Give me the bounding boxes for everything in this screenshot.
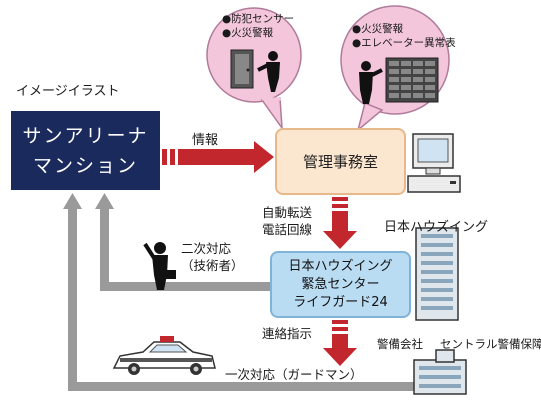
bubble-left-line-2: ●火災警報 (222, 27, 274, 39)
office-label: 管理事務室 (302, 153, 378, 171)
door-icon (230, 49, 254, 89)
info-arrow (162, 141, 274, 173)
contact-label: 連絡指示 (262, 326, 313, 341)
auto-transfer-line-1: 自動転送 (262, 205, 313, 220)
second-response-line-1: 二次対応 (181, 241, 232, 256)
office-box: 管理事務室 (275, 128, 406, 195)
computer-icon (407, 133, 461, 193)
gray-arrow-outer (63, 193, 416, 391)
second-response-line-2: （技術者） (181, 258, 244, 273)
emergency-center-box: 日本ハウズイング 緊急センター ライフガード24 (270, 251, 411, 318)
bubble-right-line-2: ●エレベーター異常表 (352, 37, 456, 49)
patrol-car-icon (112, 336, 216, 375)
bubble-left-line-1: ●防犯センサー (222, 13, 295, 25)
center-line-2: 緊急センター (301, 276, 380, 292)
nh-company-label: 日本ハウズイング (384, 220, 489, 235)
mansion-line-2: マンション (32, 154, 138, 177)
mansion-line-1: サンアリーナ (22, 124, 149, 147)
auto-transfer-label: 自動転送 電話回線 (262, 204, 312, 238)
bubble-right-line-1: ●火災警報 (352, 23, 404, 35)
person-pointing-icon (257, 51, 280, 92)
center-line-1: 日本ハウズイング (288, 258, 393, 274)
gray-arrow-inner (95, 193, 272, 291)
security-company-label: 警備会社 (377, 337, 423, 351)
mansion-box: サンアリーナ マンション (11, 111, 160, 190)
security-company-name: セントラル警備保障 (440, 337, 541, 351)
technician-icon (143, 242, 176, 290)
security-building-icon (413, 349, 467, 395)
elevator-panel-icon (385, 57, 439, 103)
bubble-left-text: ●防犯センサー ●火災警報 (222, 12, 294, 40)
bubble-right-text: ●火災警報 ●エレベーター異常表 (352, 22, 456, 50)
info-label: 情報 (192, 133, 219, 148)
contact-arrow (323, 320, 357, 366)
person-icon (359, 61, 383, 104)
second-response-label: 二次対応 （技術者） (181, 240, 244, 274)
center-line-3: ライフガード24 (293, 294, 388, 310)
caption-label: イメージイラスト (16, 84, 120, 99)
auto-transfer-line-2: 電話回線 (262, 222, 313, 237)
first-response-label: 一次対応（ガードマン） (225, 367, 363, 382)
auto-transfer-arrow (323, 197, 357, 249)
company-building-icon (415, 227, 459, 321)
